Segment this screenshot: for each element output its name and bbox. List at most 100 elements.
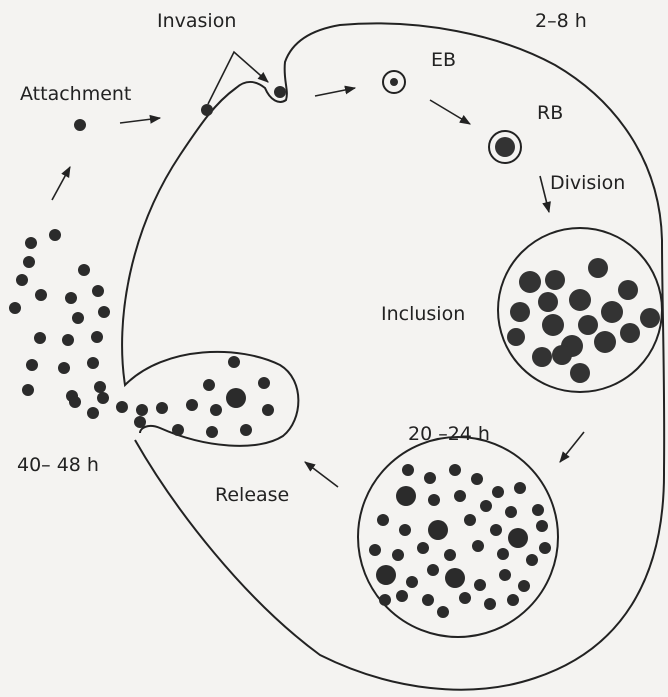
inclusion-body bbox=[428, 520, 448, 540]
released-eb bbox=[26, 359, 38, 371]
inclusion-body bbox=[377, 514, 389, 526]
inclusion-body bbox=[369, 544, 381, 556]
arrow-release bbox=[305, 462, 338, 487]
inclusion-body bbox=[474, 579, 486, 591]
released-eb bbox=[97, 392, 109, 404]
arrow-invasion-to-eb bbox=[315, 88, 355, 96]
inclusion-body bbox=[376, 565, 396, 585]
inclusion-body bbox=[444, 549, 456, 561]
inclusion-body bbox=[424, 472, 436, 484]
label-rb: RB bbox=[537, 104, 563, 123]
released-eb bbox=[72, 312, 84, 324]
eb-attached bbox=[74, 119, 86, 131]
inclusion-body bbox=[536, 520, 548, 532]
inclusion-body bbox=[417, 542, 429, 554]
invasion-pointer bbox=[208, 52, 268, 104]
reticulate-body bbox=[545, 270, 565, 290]
released-body bbox=[203, 379, 215, 391]
released-body bbox=[226, 388, 246, 408]
released-eb bbox=[62, 334, 74, 346]
host-cell-membrane bbox=[122, 23, 664, 689]
released-body bbox=[262, 404, 274, 416]
reticulate-body bbox=[569, 289, 591, 311]
released-eb bbox=[65, 292, 77, 304]
released-eb bbox=[9, 302, 21, 314]
reticulate-body bbox=[620, 323, 640, 343]
released-eb bbox=[98, 306, 110, 318]
released-eb bbox=[34, 332, 46, 344]
arrow-eb-to-rb bbox=[430, 100, 470, 124]
released-body bbox=[136, 404, 148, 416]
reticulate-body bbox=[618, 280, 638, 300]
released-eb bbox=[16, 274, 28, 286]
eb-attaching bbox=[201, 104, 213, 116]
reticulate-body bbox=[510, 302, 530, 322]
reticulate-body bbox=[542, 314, 564, 336]
inclusion-body bbox=[539, 542, 551, 554]
inclusion-late-bodies bbox=[369, 464, 551, 618]
released-eb bbox=[78, 264, 90, 276]
released-eb bbox=[69, 396, 81, 408]
label-eb: EB bbox=[431, 51, 456, 70]
released-body bbox=[228, 356, 240, 368]
reticulate-body bbox=[570, 363, 590, 383]
released-eb bbox=[87, 357, 99, 369]
inclusion-body bbox=[507, 594, 519, 606]
inclusion-body bbox=[518, 580, 530, 592]
released-eb bbox=[94, 381, 106, 393]
inclusion-body bbox=[472, 540, 484, 552]
reticulate-body bbox=[519, 271, 541, 293]
released-eb bbox=[58, 362, 70, 374]
inclusion-mid-bodies bbox=[507, 258, 660, 383]
released-body bbox=[240, 424, 252, 436]
inclusion-body bbox=[445, 568, 465, 588]
arrow-division bbox=[540, 176, 549, 212]
inclusion-body bbox=[526, 554, 538, 566]
inclusion-body bbox=[459, 592, 471, 604]
inclusion-body bbox=[428, 494, 440, 506]
inclusion-body bbox=[396, 486, 416, 506]
inclusion-body bbox=[492, 486, 504, 498]
released-eb bbox=[23, 256, 35, 268]
arrow-to-late-inclusion bbox=[560, 432, 584, 462]
inclusion-body bbox=[505, 506, 517, 518]
inclusion-body bbox=[471, 473, 483, 485]
released-body bbox=[134, 416, 146, 428]
eb-vacuole bbox=[383, 71, 405, 93]
released-body bbox=[156, 402, 168, 414]
inclusion-body bbox=[499, 569, 511, 581]
released-body bbox=[206, 426, 218, 438]
released-body bbox=[172, 424, 184, 436]
label-time-early: 2–8 h bbox=[535, 12, 587, 31]
inclusion-body bbox=[406, 576, 418, 588]
inclusion-body bbox=[497, 548, 509, 560]
reticulate-body bbox=[601, 301, 623, 323]
released-body bbox=[258, 377, 270, 389]
reticulate-body bbox=[532, 347, 552, 367]
label-time-mid: 20 –24 h bbox=[408, 425, 490, 444]
released-body bbox=[210, 404, 222, 416]
inclusion-body bbox=[484, 598, 496, 610]
inclusion-body bbox=[427, 564, 439, 576]
reticulate-body bbox=[588, 258, 608, 278]
inclusion-body bbox=[392, 549, 404, 561]
released-eb bbox=[35, 289, 47, 301]
released-eb bbox=[91, 331, 103, 343]
inclusion-body bbox=[508, 528, 528, 548]
label-attachment: Attachment bbox=[20, 85, 131, 104]
label-inclusion: Inclusion bbox=[381, 305, 465, 324]
release-bleb-bodies bbox=[116, 356, 274, 438]
inclusion-body bbox=[532, 504, 544, 516]
inclusion-body bbox=[402, 464, 414, 476]
inclusion-body bbox=[449, 464, 461, 476]
released-eb bbox=[22, 384, 34, 396]
inclusion-body bbox=[490, 524, 502, 536]
reticulate-body bbox=[552, 345, 572, 365]
released-eb bbox=[87, 407, 99, 419]
released-eb bbox=[25, 237, 37, 249]
label-time-late: 40– 48 h bbox=[17, 456, 99, 475]
released-eb bbox=[92, 285, 104, 297]
released-body bbox=[116, 401, 128, 413]
inclusion-body bbox=[437, 606, 449, 618]
